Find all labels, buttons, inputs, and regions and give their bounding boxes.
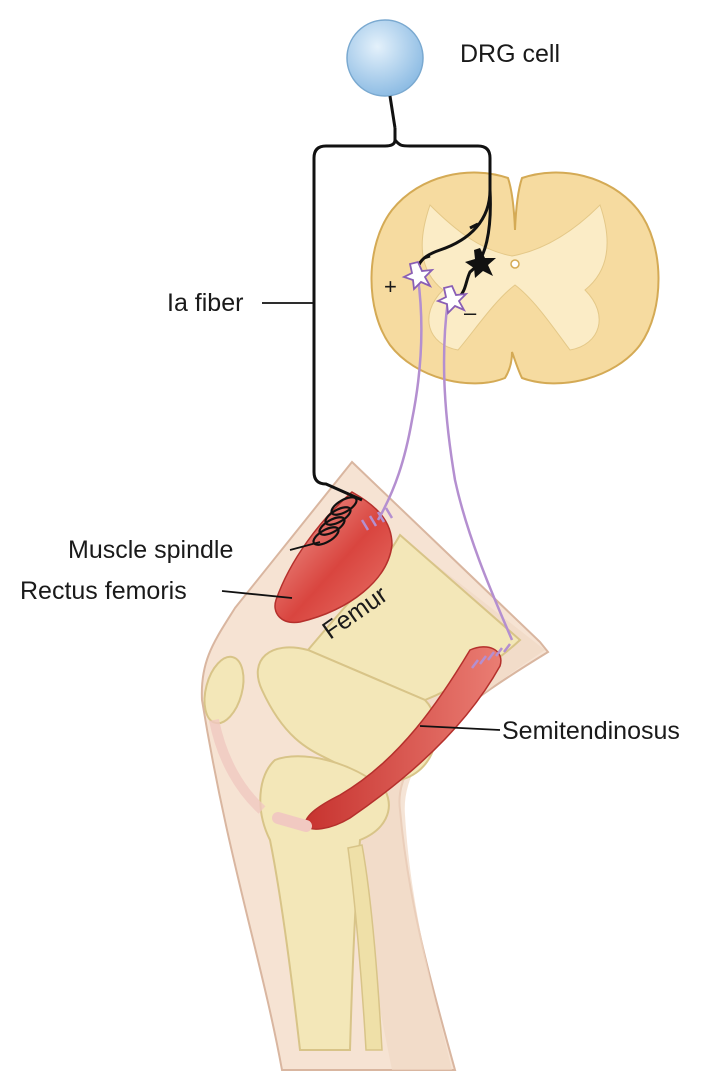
inhibitory-sign: – bbox=[464, 302, 476, 324]
excitatory-sign: + bbox=[384, 276, 397, 298]
label-semitendinosus: Semitendinosus bbox=[502, 719, 680, 744]
label-drg-cell: DRG cell bbox=[460, 42, 560, 67]
ia-fiber-terminal-1 bbox=[424, 256, 430, 258]
label-ia-fiber: Ia fiber bbox=[167, 291, 243, 316]
leg bbox=[198, 462, 548, 1070]
drg-stem bbox=[390, 96, 395, 128]
label-muscle-spindle: Muscle spindle bbox=[68, 538, 233, 563]
label-rectus-femoris: Rectus femoris bbox=[20, 579, 187, 604]
semitendinosus-tendon bbox=[278, 818, 306, 826]
drg-cell-body bbox=[347, 20, 423, 96]
central-canal bbox=[511, 260, 519, 268]
